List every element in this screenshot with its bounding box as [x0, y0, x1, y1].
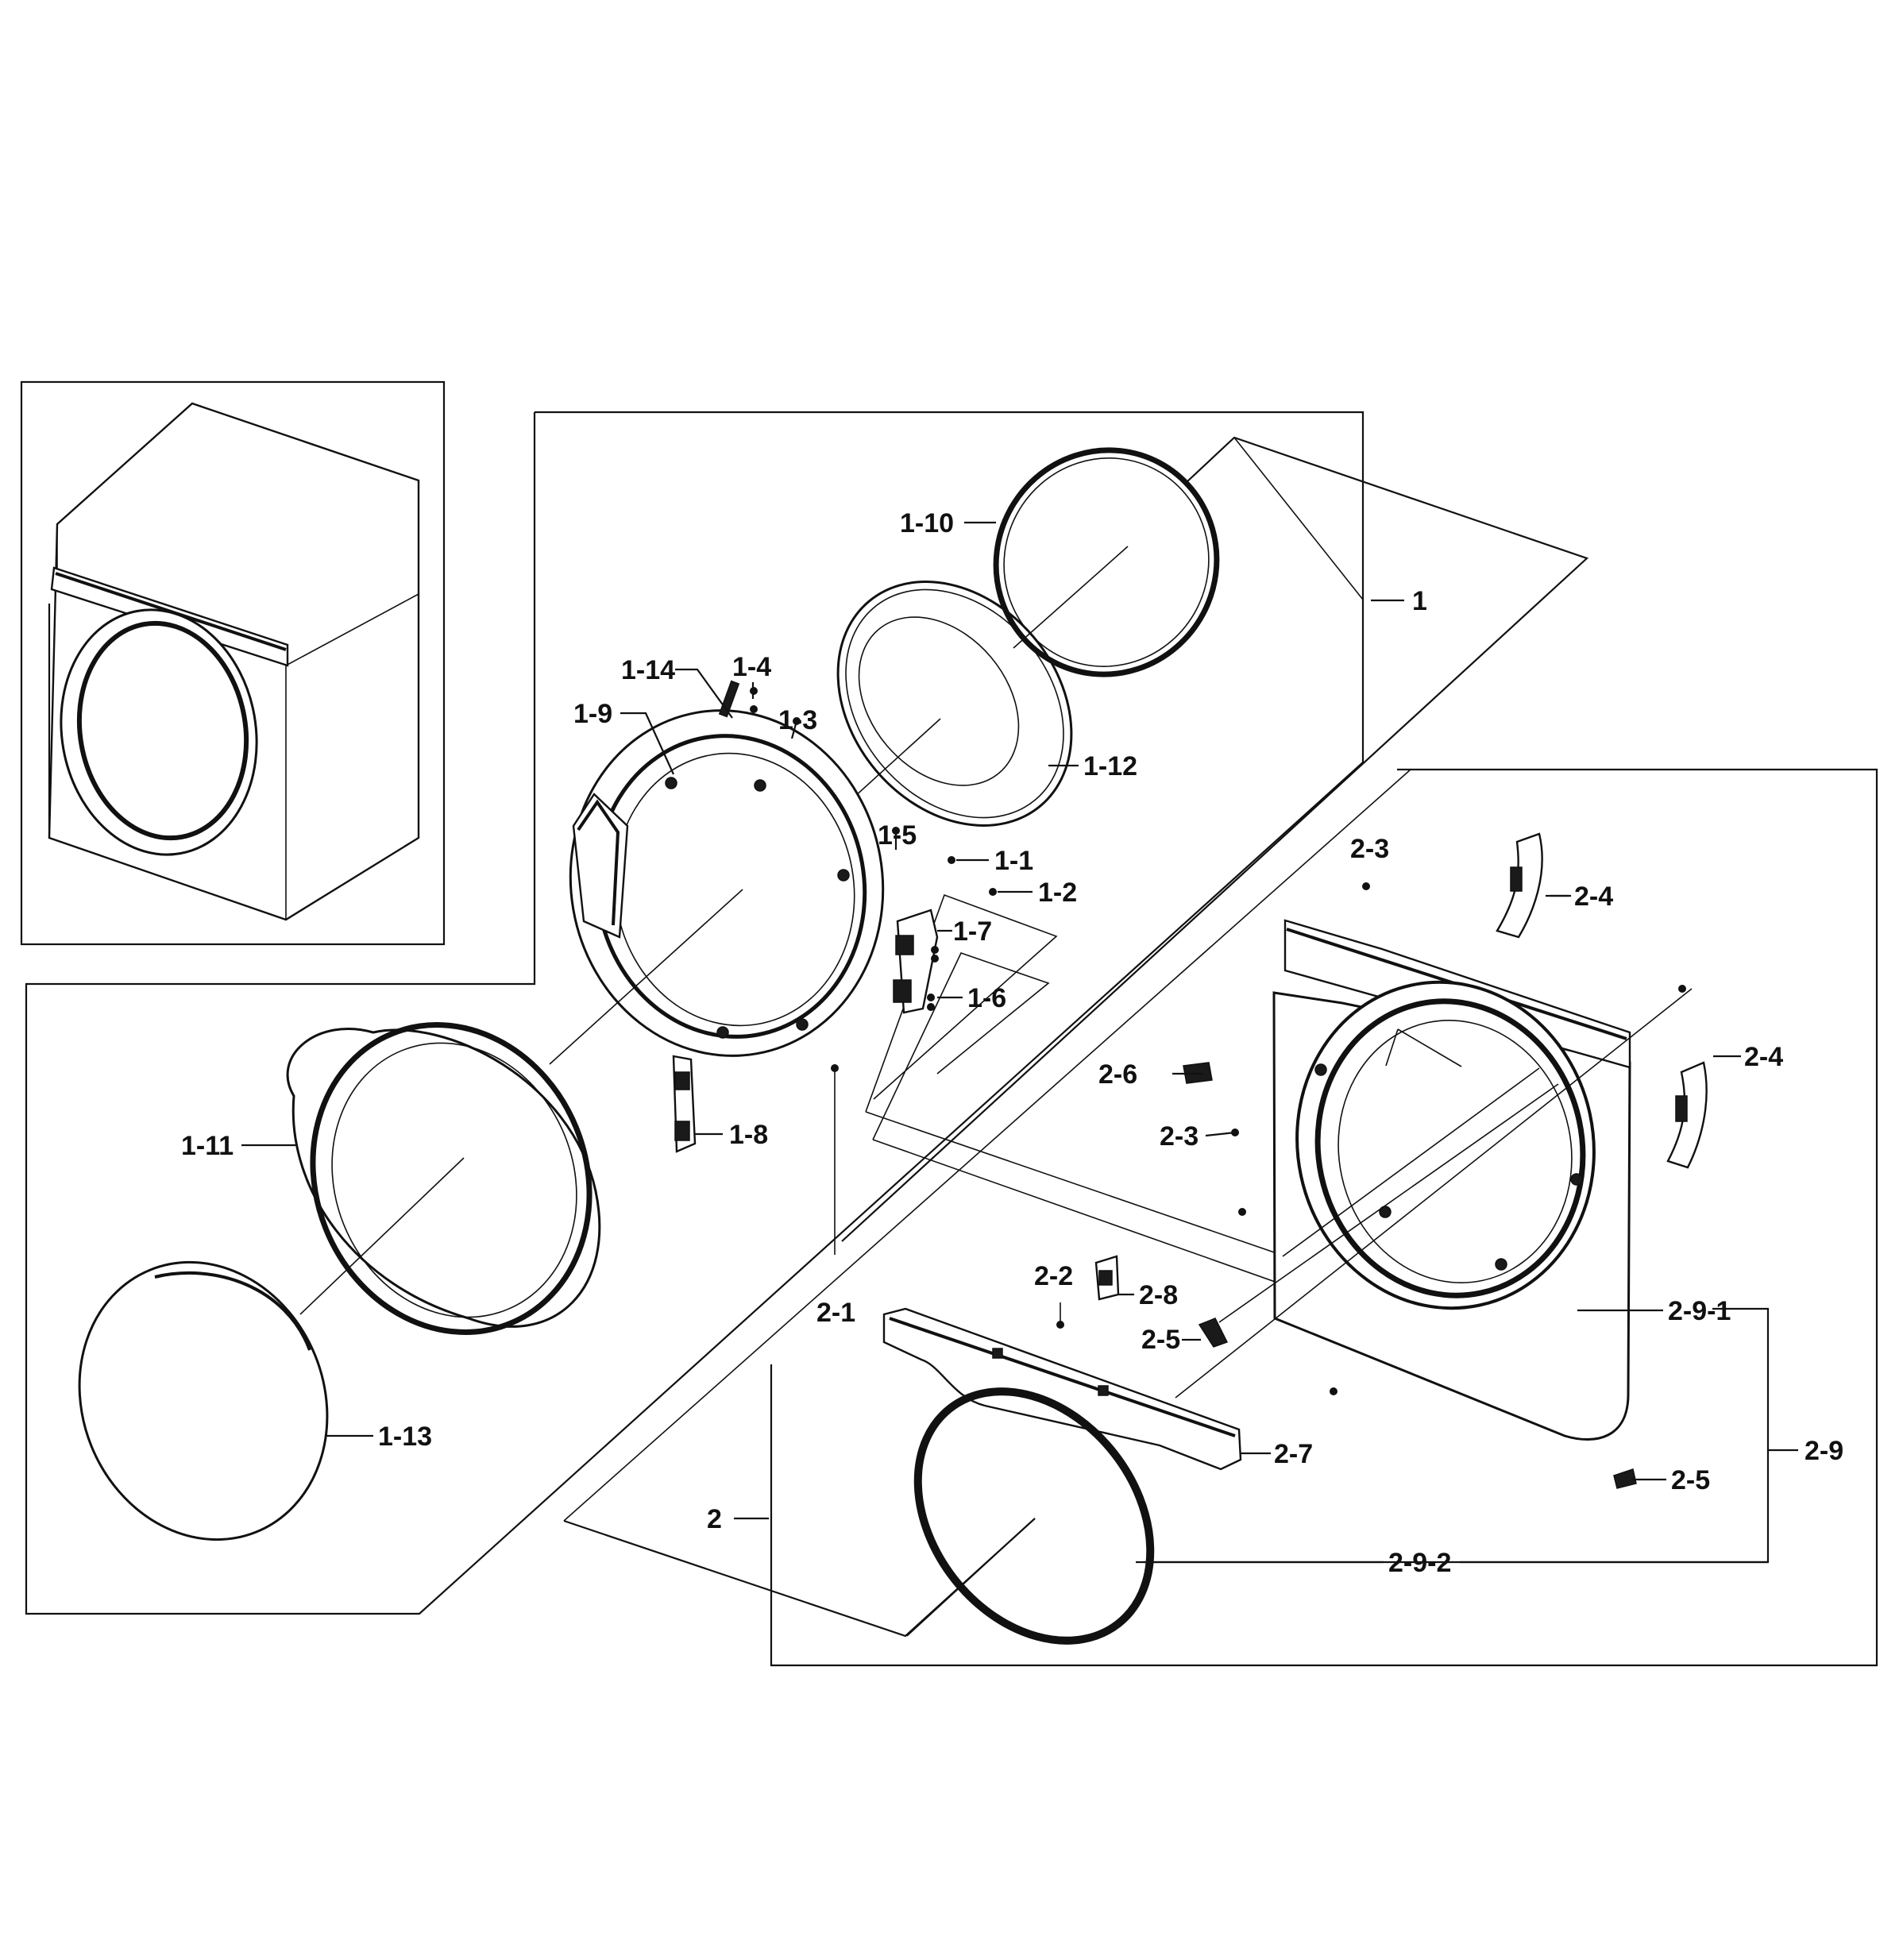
part-front-panel — [1272, 919, 1631, 1441]
callout-1-9: 1-9 — [573, 699, 612, 729]
door-small-parts — [672, 680, 997, 1255]
callout-1-13: 1-13 — [378, 1422, 432, 1452]
part-door-glass — [827, 581, 1073, 827]
callout-2-9-2: 2-9-2 — [1388, 1548, 1451, 1578]
callout-1-8: 1-8 — [729, 1120, 768, 1150]
callout-2-3-top: 2-3 — [1350, 834, 1389, 864]
callout-1-4: 1-4 — [732, 652, 771, 682]
callout-2-8: 2-8 — [1139, 1280, 1178, 1310]
callout-2-4-top: 2-4 — [1574, 882, 1613, 912]
callout-2-4-right: 2-4 — [1744, 1042, 1783, 1072]
part-control-panel-bar — [882, 1307, 1242, 1471]
callout-1-10: 1-10 — [900, 508, 954, 538]
callout-1-6: 1-6 — [967, 983, 1006, 1013]
callout-1: 1 — [1412, 586, 1427, 616]
callout-2-5-mid: 2-5 — [1141, 1325, 1180, 1355]
callout-leaders — [241, 521, 1798, 1564]
callout-2-2: 2-2 — [1034, 1261, 1073, 1291]
callout-2-3-mid: 2-3 — [1160, 1121, 1199, 1152]
callout-2-9-1: 2-9-1 — [1668, 1296, 1731, 1326]
callout-labels: 1 1-1 1-2 1-3 1-4 1-5 1-6 1-7 1-8 1-9 1-… — [181, 508, 1843, 1578]
callout-2-6: 2-6 — [1098, 1059, 1137, 1090]
part-door-cover — [78, 1260, 329, 1541]
part-door-inner-frame — [549, 709, 885, 1065]
part-front-gasket — [906, 1387, 1155, 1645]
inset-frame — [20, 380, 446, 946]
part-door-outer — [286, 1022, 601, 1335]
part-door-ring — [993, 447, 1220, 677]
callout-2-1: 2-1 — [816, 1298, 855, 1328]
callout-1-3: 1-3 — [778, 705, 817, 735]
callout-1-14: 1-14 — [621, 655, 675, 685]
callout-2: 2 — [707, 1504, 722, 1534]
callout-2-5-low: 2-5 — [1671, 1465, 1710, 1495]
door-assembly-outline — [25, 411, 1365, 1615]
callout-1-5: 1-5 — [878, 820, 917, 851]
callout-1-2: 1-2 — [1038, 878, 1077, 908]
callout-1-1: 1-1 — [994, 846, 1033, 876]
assembly-brackets — [563, 436, 1770, 1638]
callout-2-7: 2-7 — [1274, 1439, 1313, 1469]
callout-1-7: 1-7 — [953, 916, 992, 947]
callout-1-12: 1-12 — [1083, 751, 1137, 781]
callout-2-9: 2-9 — [1805, 1436, 1843, 1466]
front-panel-assembly-outline — [770, 768, 1878, 1667]
inset-appliance-view — [20, 380, 446, 946]
callout-1-11: 1-11 — [181, 1131, 234, 1161]
